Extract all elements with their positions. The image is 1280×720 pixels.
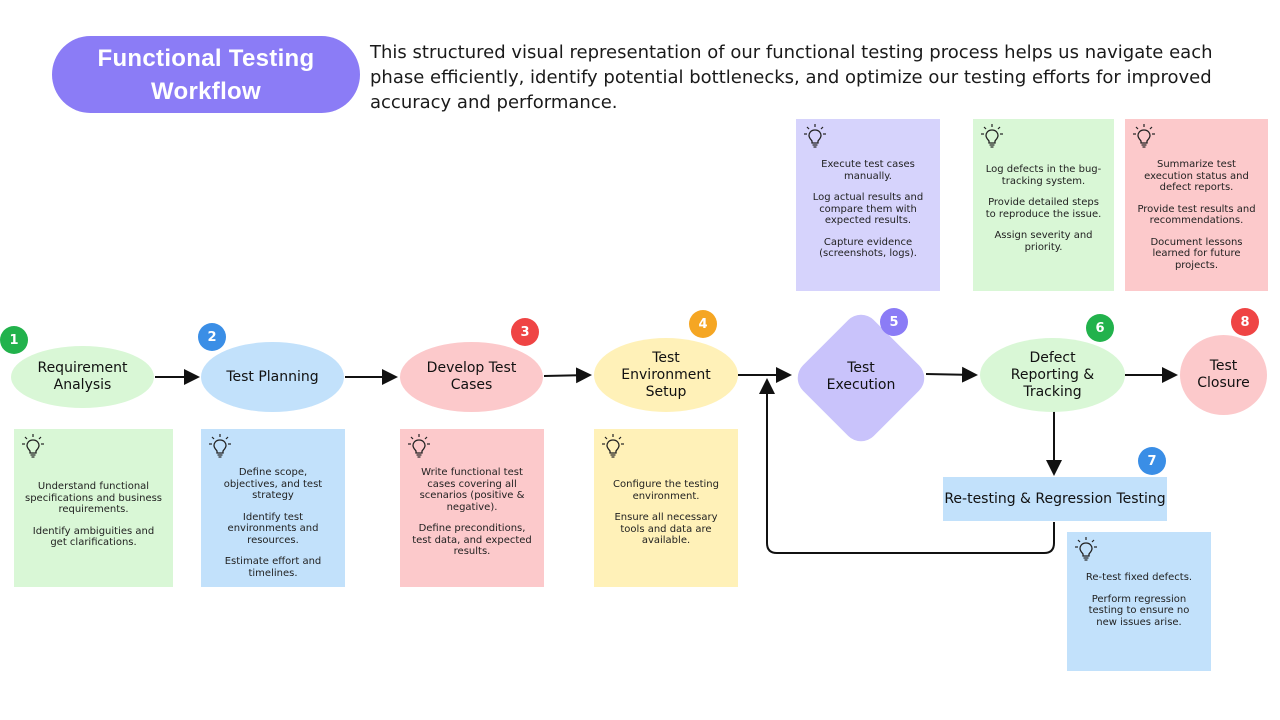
note-test-closure: Summarize test execution status and defe… [1125, 119, 1268, 291]
note-line: Define preconditions, test data, and exp… [412, 523, 532, 557]
note-line: Define scope, objectives, and test strat… [223, 467, 323, 501]
step-test-planning: Test Planning [201, 342, 344, 412]
note-line: Configure the testing environment. [613, 479, 719, 502]
step-requirement-analysis: Requirement Analysis [11, 346, 154, 408]
intro-description: This structured visual representation of… [370, 42, 1213, 113]
step-label: Re-testing & Regression Testing [944, 491, 1166, 507]
note-line: Estimate effort and timelines. [224, 556, 322, 579]
note-line: Identify test environments and resources… [227, 511, 319, 546]
lightbulb-icon [602, 434, 624, 458]
step-label: Develop Test Cases [426, 360, 517, 393]
arrow-3-4 [543, 367, 592, 384]
step-number-badge: 8 [1231, 308, 1259, 336]
note-test-planning: Define scope, objectives, and test strat… [201, 429, 345, 587]
step-number-badge: 1 [0, 326, 28, 354]
step-label: Test Environment Setup [621, 349, 711, 400]
note-line: Execute test cases manually. [821, 159, 915, 182]
lightbulb-icon [981, 124, 1003, 148]
step-number-badge: 6 [1086, 314, 1114, 342]
step-label: Test Execution [826, 360, 896, 393]
lightbulb-icon [22, 434, 44, 458]
note-line: Document lessons learned for future proj… [1150, 236, 1243, 271]
note-line: Re-test fixed defects. [1085, 572, 1193, 583]
step-label: Requirement Analysis [37, 360, 128, 393]
loop-7-5 [759, 378, 1055, 554]
step-label: Defect Reporting & Tracking [1010, 349, 1095, 400]
lightbulb-icon [408, 434, 430, 458]
step-develop-test-cases: Develop Test Cases [400, 342, 543, 412]
note-line: Provide test results and recommendations… [1137, 203, 1256, 227]
note-develop-test-cases: Write functional test cases covering all… [400, 429, 544, 587]
lightbulb-icon [1133, 124, 1155, 148]
note-line: Assign severity and priority. [994, 230, 1093, 253]
note-line: Perform regression testing to ensure no … [1088, 593, 1190, 628]
step-number-badge: 3 [511, 318, 539, 346]
step-number-badge: 4 [689, 310, 717, 338]
note-retesting: Re-test fixed defects. Perform regressio… [1067, 532, 1211, 671]
step-test-environment-setup: Test Environment Setup [594, 338, 738, 412]
note-line: Identify ambiguities and get clarificati… [32, 525, 155, 549]
note-defect-reporting: Log defects in the bug-tracking system. … [973, 119, 1114, 291]
note-line: Log defects in the bug-tracking system. [985, 164, 1102, 187]
step-test-closure: Test Closure [1180, 335, 1267, 415]
note-line: Understand functional specifications and… [24, 481, 163, 515]
lightbulb-icon [804, 124, 826, 148]
step-label: Test Planning [226, 368, 319, 385]
diagram-title: Functional Testing Workflow [52, 36, 360, 113]
lightbulb-icon [209, 434, 231, 458]
note-line: Capture evidence (screenshots, logs). [819, 236, 917, 260]
note-line: Log actual results and compare them with… [812, 192, 924, 226]
step-number-badge: 5 [880, 308, 908, 336]
step-defect-reporting: Defect Reporting & Tracking [980, 338, 1125, 412]
step-number-badge: 2 [198, 323, 226, 351]
note-environment-setup: Configure the testing environment. Ensur… [594, 429, 738, 587]
note-line: Summarize test execution status and defe… [1144, 159, 1249, 193]
note-test-execution: Execute test cases manually. Log actual … [796, 119, 940, 291]
step-retesting-regression: Re-testing & Regression Testing [943, 477, 1167, 521]
note-requirement-analysis: Understand functional specifications and… [14, 429, 173, 587]
arrow-5-6 [925, 366, 978, 383]
note-line: Provide detailed steps to reproduce the … [985, 197, 1102, 220]
step-label: Test Closure [1197, 358, 1250, 391]
step-number-badge: 7 [1138, 447, 1166, 475]
lightbulb-icon [1075, 537, 1097, 561]
note-line: Ensure all necessary tools and data are … [614, 512, 718, 546]
note-line: Write functional test cases covering all… [419, 467, 525, 513]
step-test-execution: Test Execution [811, 352, 911, 402]
